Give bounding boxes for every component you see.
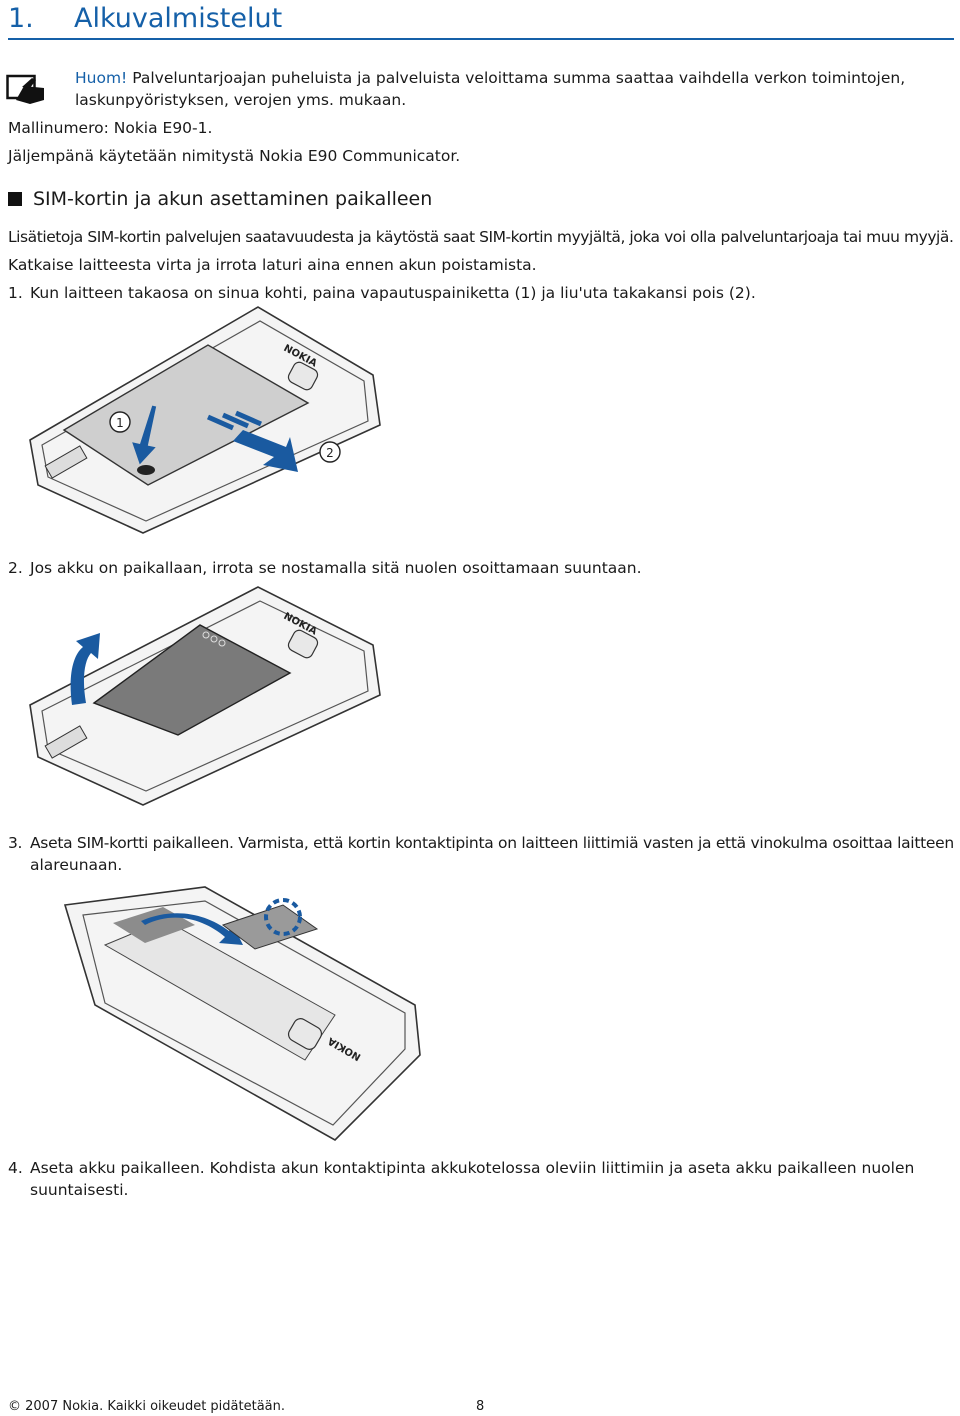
note-hand-icon bbox=[6, 74, 44, 104]
svg-text:2: 2 bbox=[326, 446, 334, 460]
step-1: 1. Kun laitteen takaosa on sinua kohti, p… bbox=[8, 282, 756, 304]
svg-text:1: 1 bbox=[116, 416, 124, 430]
figure-remove-back-cover: NOKIA 1 2 bbox=[29, 306, 381, 534]
step-3: 3. Aseta SIM-kortti paikalleen. Varmista,… bbox=[8, 832, 954, 854]
section-info: Lisätietoja SIM-kortin palvelujen saatav… bbox=[8, 228, 954, 246]
step-2: 2. Jos akku on paikallaan, irrota se nost… bbox=[8, 557, 642, 579]
note-line-2: laskunpyöristyksen, verojen yms. mukaan. bbox=[75, 91, 407, 109]
step-text: Aseta akku paikalleen. Kohdista akun kon… bbox=[30, 1159, 915, 1177]
slide-arrow-icon bbox=[233, 430, 298, 472]
note-text: Palveluntarjoajan puheluista ja palvelui… bbox=[132, 69, 906, 87]
release-button bbox=[137, 465, 155, 475]
step-text: Jos akku on paikallaan, irrota se nostam… bbox=[30, 559, 642, 577]
camera-icon bbox=[287, 361, 319, 391]
section-warning: Katkaise laitteesta virta ja irrota latu… bbox=[8, 256, 537, 274]
camera-icon bbox=[287, 1018, 323, 1050]
step-number: 2. bbox=[8, 559, 23, 577]
lift-arrow-icon bbox=[70, 633, 100, 705]
step-number: 4. bbox=[8, 1159, 23, 1177]
insert-arrow-icon bbox=[141, 913, 243, 945]
section-title: SIM-kortin ja akun asettaminen paikallee… bbox=[33, 188, 433, 210]
press-arrow-icon bbox=[132, 405, 157, 465]
figure-remove-battery: NOKIA bbox=[29, 586, 381, 806]
step-text: Aseta SIM-kortti paikalleen. Varmista, e… bbox=[30, 834, 954, 852]
note-line-1: Huom! Palveluntarjoajan puheluista ja pa… bbox=[75, 67, 905, 89]
section-bullet-icon bbox=[8, 192, 22, 206]
camera-icon bbox=[287, 629, 319, 659]
corner-highlight-icon bbox=[264, 898, 302, 936]
model-number: Mallinumero: Nokia E90-1. bbox=[8, 119, 213, 137]
chapter-number: 1. bbox=[8, 3, 34, 34]
chapter-heading: 1. Alkuvalmistelut bbox=[8, 2, 954, 40]
page-number: 8 bbox=[476, 1399, 485, 1414]
chapter-title: Alkuvalmistelut bbox=[74, 3, 283, 34]
battery bbox=[92, 624, 292, 736]
callout-2 bbox=[319, 441, 341, 463]
callout-1 bbox=[109, 411, 131, 433]
step-number: 1. bbox=[8, 284, 23, 302]
device-name: Jäljempänä käytetään nimitystä Nokia E90… bbox=[8, 147, 461, 165]
note-label: Huom! bbox=[75, 69, 128, 87]
step-text: Kun laitteen takaosa on sinua kohti, pai… bbox=[30, 284, 756, 302]
step-4-line-2: suuntaisesti. bbox=[30, 1181, 129, 1199]
step-4: 4. Aseta akku paikalleen. Kohdista akun k… bbox=[8, 1157, 914, 1179]
step-3-line-2: alareunaan. bbox=[30, 856, 123, 874]
step-number: 3. bbox=[8, 834, 23, 852]
footer-copyright: © 2007 Nokia. Kaikki oikeudet pidätetään… bbox=[8, 1399, 285, 1414]
figure-insert-sim: NOKIA bbox=[63, 886, 421, 1141]
